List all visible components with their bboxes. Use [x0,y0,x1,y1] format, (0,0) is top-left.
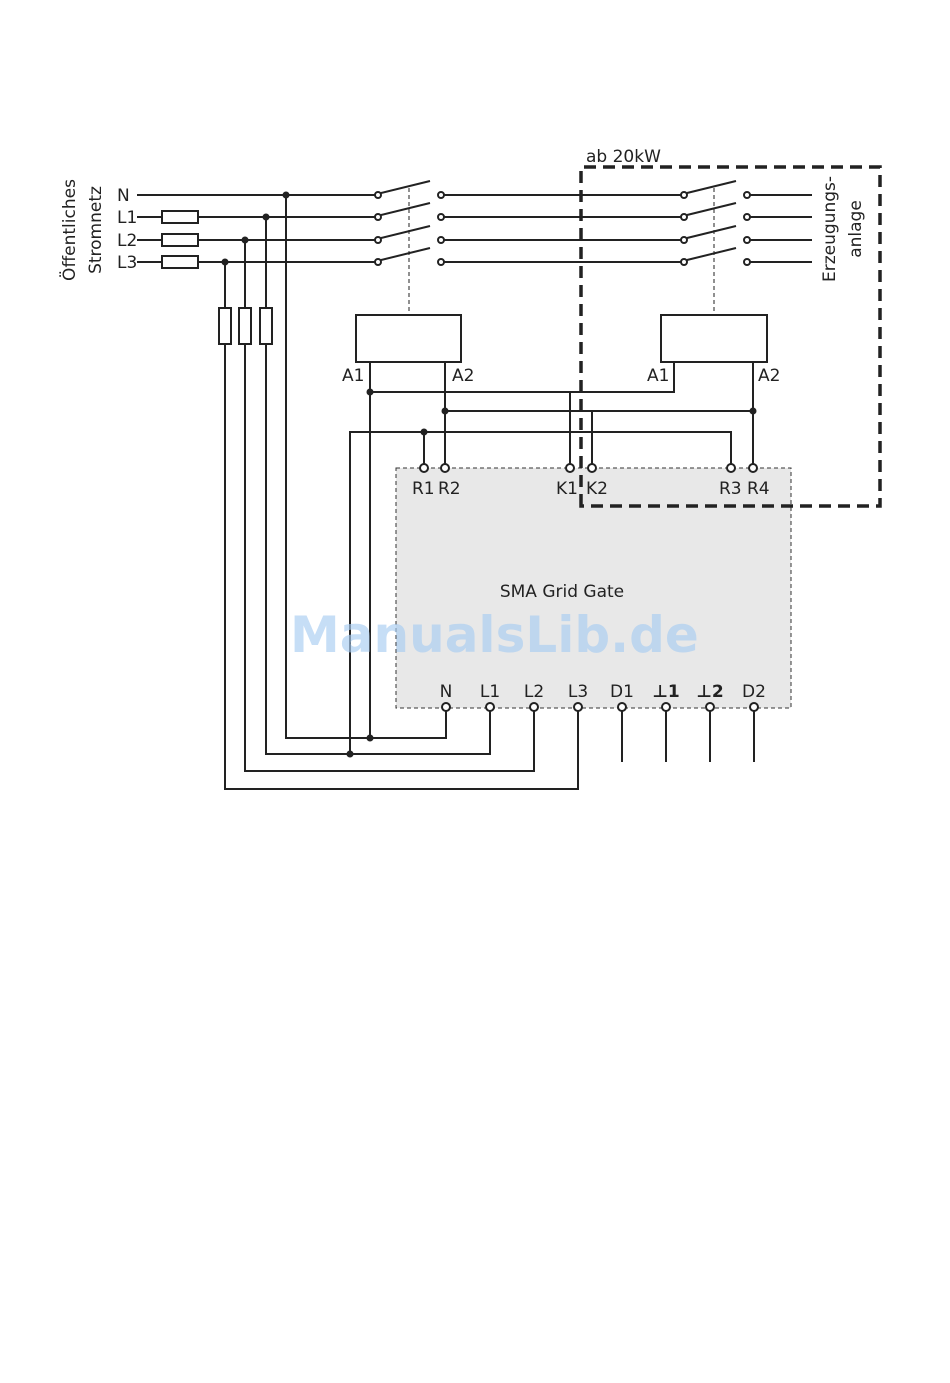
terminal-gnd2-label: ⊥2 [696,682,723,702]
generator-label-line1: Erzeugungs- [820,176,840,282]
right-contactor-switches [681,181,750,315]
device-label: SMA Grid Gate [500,582,624,602]
phase-label-l3: L3 [117,253,137,273]
line-fuses [162,211,198,268]
terminal-r1-label: R1 [412,479,435,499]
right-coil-a2-label: A2 [758,366,780,386]
right-coil-a1-label: A1 [647,366,669,386]
generator-label-line2: anlage [846,200,866,258]
measurement-fuses [219,308,272,344]
terminal-l2-label: L2 [524,682,544,702]
terminal-d2-label: D2 [742,682,766,702]
phase-lines [137,195,812,262]
terminal-k1-label: K1 [556,479,578,499]
left-coil-a1-label: A1 [342,366,364,386]
terminal-r3-label: R3 [719,479,742,499]
watermark: ManualsLib.de [290,606,699,664]
terminal-k2-label: K2 [586,479,608,499]
phase-label-n: N [117,186,130,206]
phase-label-l1: L1 [117,208,137,228]
phase-label-l2: L2 [117,231,137,251]
terminal-r4-label: R4 [747,479,770,499]
right-contactor-coil [661,315,767,362]
left-contactor-coil [356,315,461,362]
terminal-l1-label: L1 [480,682,500,702]
grid-label-line1: Öffentliches [58,179,80,281]
zone-label: ab 20kW [586,147,661,167]
grid-label-line2: Stromnetz [86,186,106,274]
terminal-l3-label: L3 [568,682,588,702]
left-coil-a2-label: A2 [452,366,474,386]
terminal-d1-label: D1 [610,682,634,702]
terminal-r2-label: R2 [438,479,461,499]
terminal-gnd1-label: ⊥1 [652,682,679,702]
left-contactor-switches [375,181,444,315]
terminal-n-label: N [440,682,453,702]
